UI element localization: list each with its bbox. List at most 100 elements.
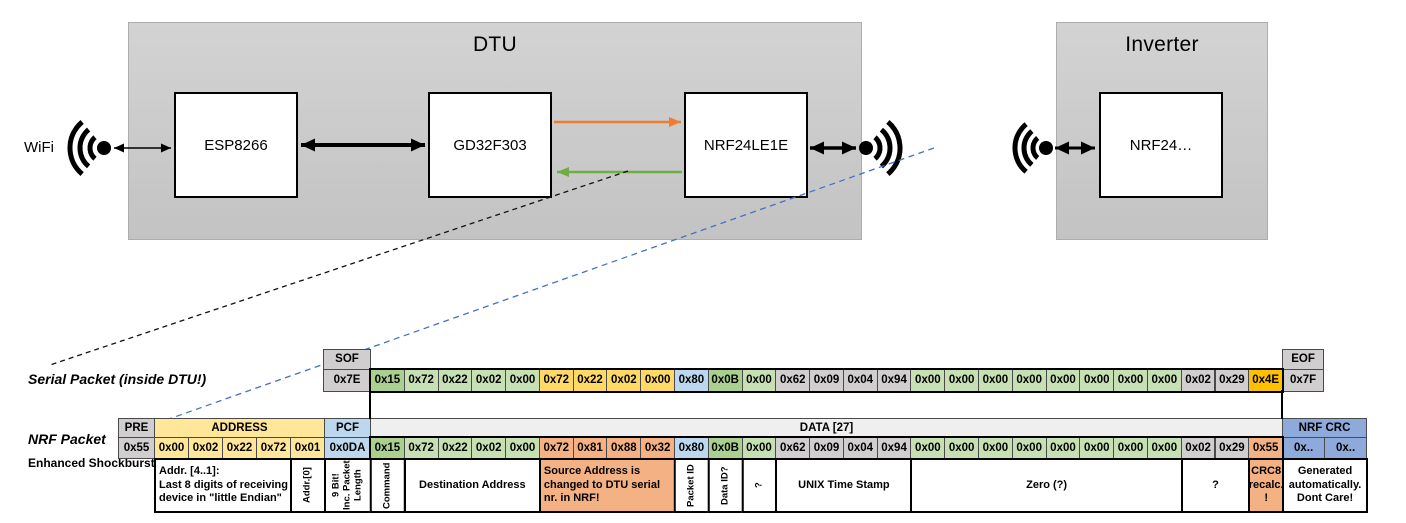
dtu-title: DTU: [472, 33, 518, 56]
serial-byte-cell: 0x72: [403, 369, 439, 392]
nrf-byte-cell: 0x0DA: [324, 437, 371, 459]
nrf-crc-byte-cell: 0x..: [1282, 437, 1326, 459]
nrf-annotation-cell: CRC8 recalc. !: [1248, 458, 1285, 513]
serial-byte-cell: 0x02: [606, 369, 642, 392]
nrf-link-dashed-line: [151, 147, 935, 426]
serial-byte-cell: 0x00: [1146, 369, 1182, 392]
inverter-panel: Inverter: [1056, 22, 1268, 240]
nrf-annotation-cell: ?: [1180, 458, 1251, 513]
serial-byte-cell: 0x00: [1113, 369, 1148, 392]
nrf-byte-cell: 0x94: [876, 437, 912, 459]
nrf-byte-cell: 0x72: [403, 437, 439, 459]
serial-byte-cell: 0x22: [437, 369, 473, 392]
nrf-byte-cell: 0x80: [674, 437, 709, 459]
nrf-annotation-cell: Generated automatically. Dont Care!: [1282, 458, 1369, 513]
wifi-icon-left: [67, 111, 141, 185]
nrf-byte-cell: 0x81: [572, 437, 608, 459]
esp8266-box: ESP8266: [174, 92, 298, 198]
serial-byte-cell: 0x02: [471, 369, 507, 392]
nrf-byte-cell: 0x00: [505, 437, 540, 459]
nrf-byte-cell: 0x15: [370, 437, 405, 459]
nrf-header-cell: ADDRESS: [154, 418, 325, 438]
nrf-byte-cell: 0x29: [1214, 437, 1250, 459]
nrf-byte-cell: 0x00: [1045, 437, 1081, 459]
serial-eof-header-cell: EOF: [1282, 349, 1325, 370]
nrf-byte-cell: 0x00: [741, 437, 777, 459]
nrf-byte-cell: 0x00: [910, 437, 946, 459]
nrf-annotation-cell: Zero (?): [910, 458, 1183, 513]
nrf-annotation-cell: Addr. [4..1]: Last 8 digits of receiving…: [154, 458, 292, 513]
nrf-byte-cell: 0x88: [606, 437, 642, 459]
inverter-title: Inverter: [1125, 33, 1199, 56]
nrf-byte-cell: 0x72: [538, 437, 574, 459]
enhanced-shockburst-label: Enhanced Shockburst: [28, 456, 155, 470]
serial-byte-cell: 0x00: [741, 369, 777, 392]
nrf-header-cell: DATA [27]: [370, 418, 1284, 438]
serial-byte-cell: 0x00: [640, 369, 675, 392]
nrf-header-cell: PCF: [324, 418, 371, 438]
nrf-byte-cell: 0x00: [944, 437, 980, 459]
nrf-annotation-cell: Packet ID: [674, 458, 710, 513]
serial-byte-cell: 0x0B: [707, 369, 743, 392]
serial-byte-cell: 0x00: [505, 369, 540, 392]
nrf-byte-cell: 0x00: [978, 437, 1013, 459]
nrf-header-cell: PRE: [118, 418, 155, 438]
nrf-header-cell: NRF CRC: [1282, 418, 1368, 438]
nrf-byte-cell: 0x00: [1079, 437, 1115, 459]
serial-byte-cell: 0x00: [1011, 369, 1047, 392]
serial-sof-header-cell: SOF: [323, 349, 371, 370]
inverter-nrf24-box: NRF24…: [1099, 92, 1223, 198]
nrf-byte-cell: 0x55: [1248, 437, 1284, 459]
serial-byte-cell: 0x72: [538, 369, 574, 392]
nrf-annotation-cell: Data ID?: [707, 458, 744, 513]
serial-packet-label: Serial Packet (inside DTU!): [28, 371, 207, 387]
serial-byte-cell: 0x94: [876, 369, 912, 392]
nrf-byte-cell: 0x32: [640, 437, 675, 459]
nrf-byte-cell: 0x62: [775, 437, 811, 459]
serial-byte-cell: 0x00: [1079, 369, 1115, 392]
wifi-label: WiFi: [24, 139, 54, 156]
serial-byte-cell: 0x22: [572, 369, 608, 392]
nrf-annotation-cell: Destination Address: [403, 458, 541, 513]
nrf-byte-cell: 0x22: [222, 437, 257, 459]
nrf-annotation-cell: Addr.[0]: [290, 458, 326, 513]
serial-eof-byte-cell: 0x7F: [1282, 369, 1325, 392]
serial-byte-cell: 0x00: [1045, 369, 1081, 392]
serial-byte-cell: 0x00: [978, 369, 1013, 392]
table-connector-line-right: [1281, 390, 1283, 419]
nrf-byte-cell: 0x01: [290, 437, 325, 459]
nrf-annotation-cell: UNIX Time Stamp: [775, 458, 913, 513]
serial-byte-cell: 0x00: [910, 369, 946, 392]
gd32f303-box: GD32F303: [428, 92, 552, 198]
nrf-packet-label: NRF Packet: [28, 431, 106, 447]
nrf-byte-cell: 0x04: [842, 437, 878, 459]
serial-byte-cell: 0x62: [775, 369, 811, 392]
nrf24le1e-box: NRF24LE1E: [684, 92, 808, 198]
nrf-annotation-cell: Source Address is changed to DTU serial …: [538, 458, 676, 513]
nrf-crc-byte-cell: 0x..: [1324, 437, 1368, 459]
nrf-annotation-cell: 9 Bit! Inc. Packet Length: [324, 458, 372, 513]
serial-byte-cell: 0x02: [1180, 369, 1216, 392]
nrf-byte-cell: 0x55: [118, 437, 155, 459]
nrf-byte-cell: 0x0B: [707, 437, 743, 459]
nrf-byte-cell: 0x72: [256, 437, 291, 459]
nrf-byte-cell: 0x02: [188, 437, 223, 459]
nrf-byte-cell: 0x00: [154, 437, 189, 459]
serial-byte-cell: 0x00: [944, 369, 980, 392]
nrf-annotation-cell: Command: [370, 458, 406, 513]
nrf-byte-cell: 0x22: [437, 437, 473, 459]
serial-byte-cell: 0x29: [1214, 369, 1250, 392]
serial-sof-byte-cell: 0x7E: [323, 369, 371, 392]
nrf-annotation-cell: ?: [741, 458, 778, 513]
table-connector-line-left: [369, 390, 371, 419]
nrf-byte-cell: 0x00: [1113, 437, 1148, 459]
nrf-byte-cell: 0x02: [471, 437, 507, 459]
serial-link-dashed-line: [49, 170, 629, 366]
serial-byte-cell: 0x09: [809, 369, 844, 392]
nrf-byte-cell: 0x00: [1146, 437, 1182, 459]
nrf-byte-cell: 0x00: [1011, 437, 1047, 459]
serial-byte-cell: 0x4E: [1248, 369, 1284, 392]
